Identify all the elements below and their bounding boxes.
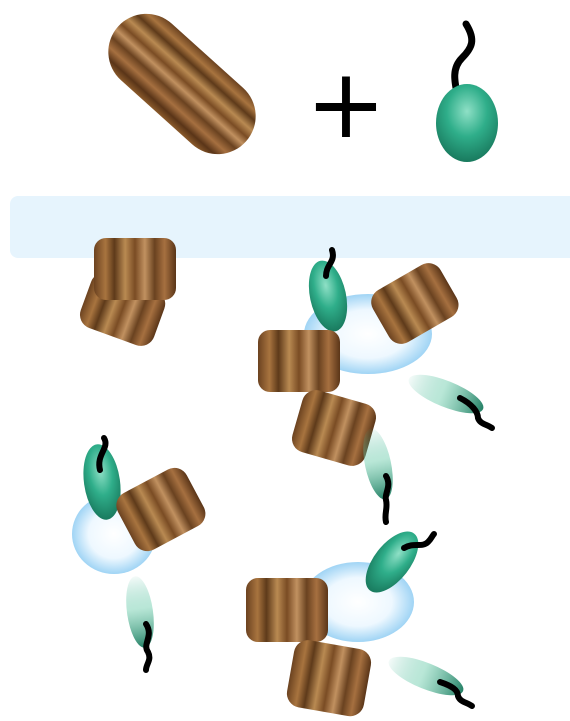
wood-cylinder-icon: [108, 13, 256, 155]
wood-cylinder-icon: [246, 578, 328, 642]
green-bead-icon: [308, 260, 348, 332]
wood-cylinder-icon: [371, 263, 459, 344]
cluster-b: [258, 247, 495, 525]
wood-cylinder-icon: [116, 467, 206, 552]
tail-icon: [451, 20, 476, 102]
tail-icon: [382, 473, 392, 525]
cluster-a: [79, 238, 176, 346]
tail-icon: [401, 531, 437, 551]
legend-bead: [436, 20, 498, 162]
wood-cylinder-icon: [258, 330, 340, 392]
green-bead-icon: [126, 576, 154, 648]
tail-icon: [323, 247, 336, 279]
wood-cylinder-icon: [94, 238, 176, 300]
tail-icon: [457, 395, 495, 431]
plus-sign: +: [306, 48, 386, 160]
legend-cylinder: [108, 13, 256, 155]
wood-cylinder-icon: [286, 640, 372, 717]
green-bead-icon: [83, 444, 121, 520]
interface-band: [10, 196, 570, 258]
tail-icon: [143, 621, 153, 673]
cluster-c: [72, 435, 206, 673]
green-bead-icon: [436, 84, 498, 162]
wood-cylinder-icon: [291, 390, 377, 466]
tail-icon: [96, 435, 109, 473]
cluster-d: [246, 531, 475, 717]
tail-icon: [437, 679, 475, 709]
